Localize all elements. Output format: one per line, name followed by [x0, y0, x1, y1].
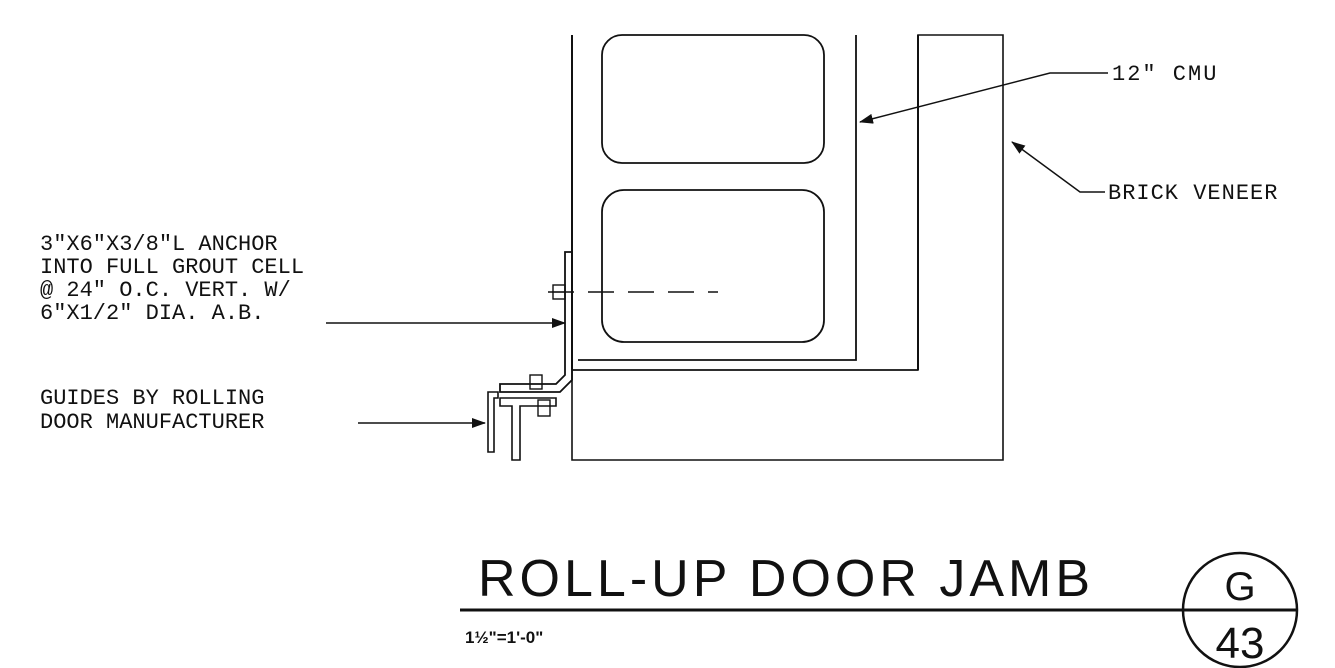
anchor-label-line-1: 3"X6"X3/8"L ANCHOR	[40, 232, 278, 257]
anchor-label-line-4: 6"X1/2" DIA. A.B.	[40, 301, 264, 326]
detail-title: ROLL-UP DOOR JAMB	[478, 550, 1094, 608]
cmu-lower-cell	[601, 189, 825, 343]
brick-veneer-section	[571, 34, 1004, 461]
detail-scale: 1½"=1'-0"	[465, 628, 543, 647]
brick-leader	[1011, 141, 1105, 193]
angle-anchor	[499, 251, 718, 393]
anchor-label-line-2: INTO FULL GROUT CELL	[40, 255, 304, 280]
door-guides	[487, 374, 557, 461]
detail-title-block: ROLL-UP DOOR JAMB 1½"=1'-0" G 43	[460, 550, 1299, 668]
leader-lines	[326, 72, 1108, 428]
cmu-upper-cell	[601, 34, 825, 164]
guide-bolt-upper	[529, 374, 543, 390]
cmu-leader	[859, 72, 1108, 124]
sheet-number: 43	[1216, 619, 1265, 668]
brick-veneer-label: BRICK VENEER	[1108, 181, 1278, 206]
cmu-block	[571, 34, 919, 371]
cmu-label: 12" CMU	[1112, 62, 1218, 87]
guides-label-line-1: GUIDES BY ROLLING	[40, 386, 264, 411]
guide-bolt-lower	[537, 399, 551, 417]
detail-letter: G	[1224, 565, 1255, 609]
anchor-label-line-3: @ 24" O.C. VERT. W/	[40, 278, 291, 303]
guides-label-line-2: DOOR MANUFACTURER	[40, 410, 264, 435]
